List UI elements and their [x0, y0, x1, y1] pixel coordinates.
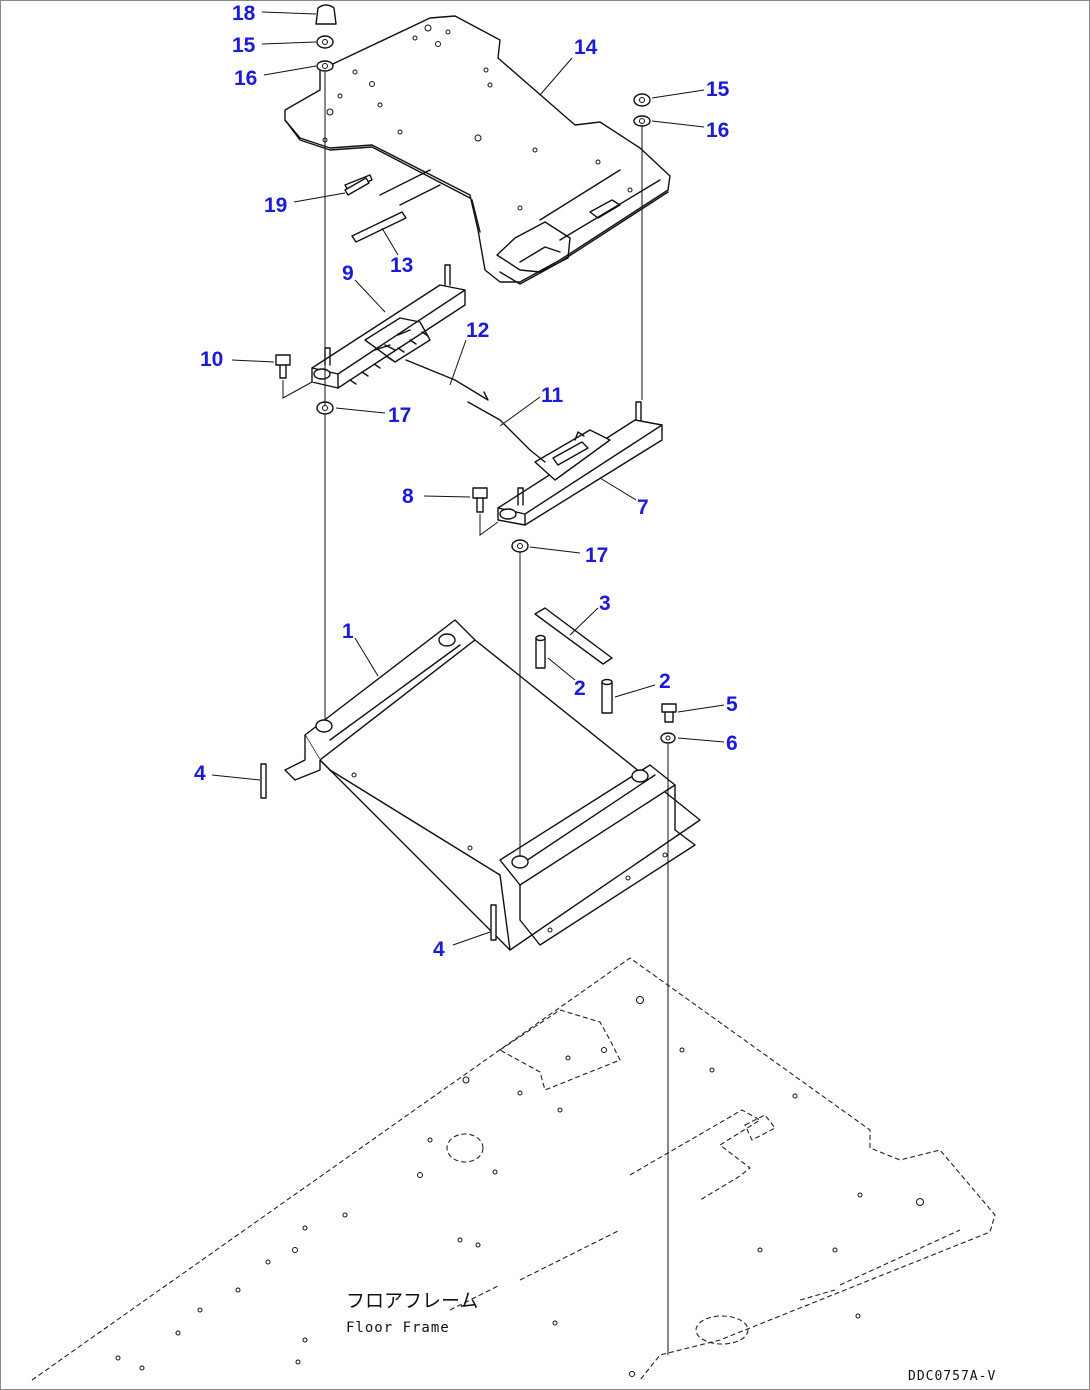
callout-14: 14	[574, 36, 598, 59]
callout-15-right: 15	[706, 78, 730, 101]
callout-19: 19	[264, 194, 287, 217]
callout-10: 10	[200, 348, 223, 371]
callouts: 18 15 16 14 15 16 19 13 9 10 12 17 11 7 …	[194, 2, 738, 961]
callout-4-lower: 4	[433, 938, 445, 961]
part-1-bracket	[284, 619, 701, 951]
hardware	[260, 4, 677, 941]
part-13-bar	[351, 211, 407, 243]
callout-12: 12	[466, 319, 489, 342]
callout-1: 1	[342, 620, 354, 643]
drawing-code: DDC0757A-V	[908, 1369, 996, 1384]
callout-16-right: 16	[706, 119, 729, 142]
part-3-bar	[534, 607, 613, 665]
part-2-spacers	[535, 634, 613, 714]
callout-7: 7	[637, 496, 649, 519]
callout-4-left: 4	[194, 762, 206, 785]
callout-13: 13	[390, 254, 413, 277]
callout-17-upper: 17	[388, 404, 411, 427]
floor-frame-label-en: Floor Frame	[346, 1320, 450, 1336]
floor-frame	[31, 957, 996, 1381]
callout-17-lower: 17	[585, 544, 608, 567]
callout-6: 6	[726, 732, 738, 755]
callout-8: 8	[402, 485, 414, 508]
part-11-12-springs	[405, 359, 546, 463]
part-9-rail	[311, 264, 466, 389]
callout-2-left: 2	[574, 677, 586, 700]
leader-lines	[211, 11, 725, 946]
floor-frame-label-jp: フロアフレーム	[346, 1290, 478, 1312]
callout-2-right: 2	[659, 670, 671, 693]
callout-3: 3	[599, 592, 611, 615]
part-14-seat-plate	[284, 15, 671, 285]
callout-9: 9	[342, 262, 354, 285]
part-7-rail	[497, 401, 663, 526]
assembly-lines	[282, 72, 669, 1355]
callout-16-left: 16	[234, 67, 257, 90]
callout-18: 18	[232, 2, 256, 25]
callout-11: 11	[541, 384, 564, 407]
callout-15-left: 15	[232, 34, 256, 57]
callout-5: 5	[726, 693, 738, 716]
